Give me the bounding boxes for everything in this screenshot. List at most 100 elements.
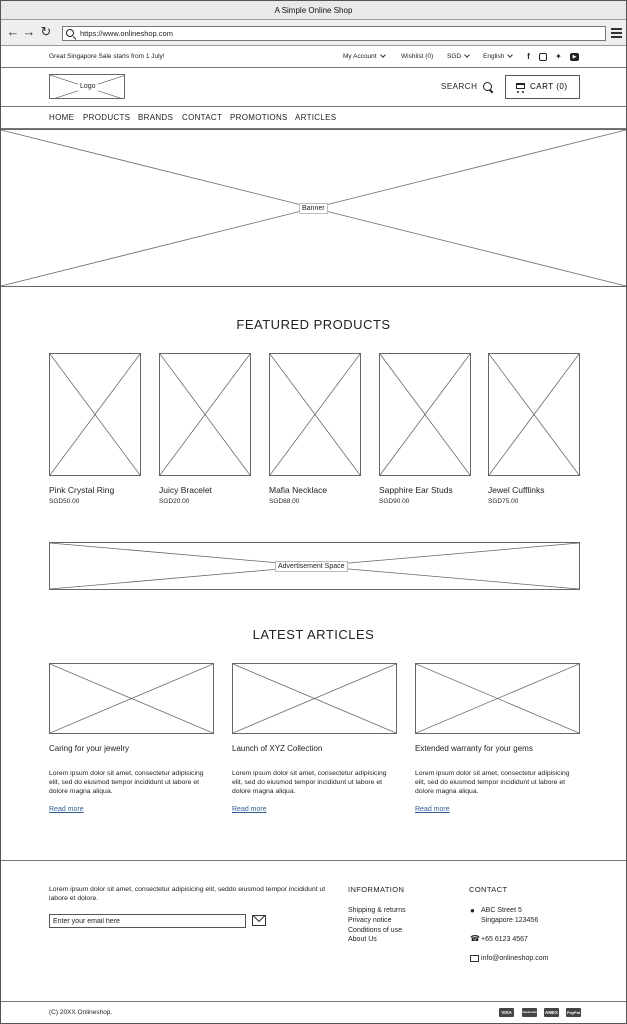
article-image[interactable]	[232, 663, 397, 734]
product-image[interactable]	[269, 353, 361, 476]
window-title: A Simple Online Shop	[1, 1, 626, 20]
product-name[interactable]: Jewel Cufflinks	[488, 485, 545, 495]
search-link[interactable]: SEARCH	[441, 82, 478, 91]
read-more-link[interactable]: Read more	[415, 806, 450, 813]
main-nav: HOME PRODUCTS BRANDS CONTACT PROMOTIONS …	[1, 107, 626, 129]
article-excerpt: Lorem ipsum dolor sit amet, consectetur …	[415, 770, 570, 795]
article-excerpt: Lorem ipsum dolor sit amet, consectetur …	[232, 770, 387, 795]
product-image[interactable]	[379, 353, 471, 476]
nav-home[interactable]: HOME	[49, 113, 75, 122]
mail-icon	[470, 955, 479, 962]
facebook-icon[interactable]: f	[527, 52, 530, 61]
product-name[interactable]: Sapphire Ear Studs	[379, 485, 453, 495]
reload-icon[interactable]: ↻	[40, 24, 52, 39]
article-title[interactable]: Extended warranty for your gems	[415, 744, 533, 753]
hamburger-menu-icon[interactable]	[611, 28, 622, 38]
product-price: SGD50.00	[49, 498, 80, 505]
nav-contact[interactable]: CONTACT	[182, 113, 223, 122]
article-title[interactable]: Caring for your jewelry	[49, 744, 130, 753]
info-link-shipping[interactable]: Shipping & returns	[348, 907, 406, 914]
newsletter-email-input[interactable]	[49, 914, 246, 928]
contact-phone: +65 6123 4567	[481, 936, 528, 943]
banner-label: Banner	[299, 203, 328, 214]
banner[interactable]: Banner	[1, 129, 626, 287]
instagram-icon[interactable]	[539, 53, 547, 61]
chevron-down-icon	[464, 52, 470, 58]
product-price: SGD75.00	[488, 498, 519, 505]
placeholder-cross	[160, 354, 250, 475]
site-header: Logo SEARCH CART (0)	[1, 68, 626, 107]
placeholder-cross	[270, 354, 360, 475]
currency-label: SGD	[447, 53, 462, 60]
language-dropdown[interactable]: English	[483, 46, 514, 68]
product-image[interactable]	[49, 353, 141, 476]
amex-icon: AMEX	[544, 1008, 559, 1017]
copyright-text: (C) 20XX Onlineshop.	[49, 1009, 113, 1016]
phone-icon: ☎	[470, 934, 480, 943]
envelope-icon[interactable]	[252, 915, 266, 926]
article-excerpt: Lorem ipsum dolor sit amet, consectetur …	[49, 770, 204, 795]
cart-button[interactable]: CART (0)	[505, 75, 580, 99]
product-price: SGD90.00	[379, 498, 410, 505]
placeholder-cross	[50, 664, 213, 733]
placeholder-cross	[416, 664, 579, 733]
footer: Lorem ipsum dolor sit amet, consectetur …	[1, 860, 626, 1001]
search-icon[interactable]	[483, 82, 492, 91]
read-more-link[interactable]: Read more	[49, 806, 84, 813]
youtube-icon[interactable]: ▶	[570, 53, 579, 61]
promo-text: Great Singapore Sale starts from 1 July!	[49, 53, 165, 60]
utility-bar: Great Singapore Sale starts from 1 July!…	[1, 46, 626, 68]
article-image[interactable]	[415, 663, 580, 734]
visa-icon: VISA	[499, 1008, 514, 1017]
search-icon	[66, 29, 74, 37]
product-name[interactable]: Mafia Necklace	[269, 485, 328, 495]
url-bar[interactable]: https://www.onlineshop.com	[62, 26, 606, 41]
article-title[interactable]: Launch of XYZ Collection	[232, 744, 323, 753]
contact-email[interactable]: info@onlineshop.com	[481, 955, 549, 962]
info-link-privacy[interactable]: Privacy notice	[348, 917, 392, 924]
mastercard-icon: mastercard	[522, 1008, 538, 1017]
latest-articles-title: LATEST ARTICLES	[252, 627, 375, 642]
product-price: SGD20.00	[159, 498, 190, 505]
nav-promotions[interactable]: PROMOTIONS	[230, 113, 288, 122]
placeholder-cross	[50, 354, 140, 475]
info-link-conditions[interactable]: Conditions of use	[348, 927, 403, 934]
info-link-about[interactable]: About Us	[348, 936, 377, 943]
chevron-down-icon	[379, 52, 386, 58]
placeholder-cross	[380, 354, 470, 475]
address-line-2: Singapore 123456	[481, 917, 539, 924]
nav-brands[interactable]: BRANDS	[138, 113, 174, 122]
language-label: English	[483, 53, 505, 60]
my-account-label: My Account	[343, 53, 377, 60]
nav-products[interactable]: PRODUCTS	[83, 113, 131, 122]
read-more-link[interactable]: Read more	[232, 806, 267, 813]
chevron-down-icon	[507, 52, 514, 58]
forward-arrow-icon[interactable]: →	[22, 24, 36, 39]
product-name[interactable]: Juicy Bracelet	[159, 485, 212, 495]
logo-label: Logo	[78, 82, 98, 91]
featured-products-title: FEATURED PRODUCTS	[236, 317, 391, 332]
placeholder-cross	[489, 354, 579, 475]
placeholder-cross	[233, 664, 396, 733]
cart-icon	[516, 83, 525, 93]
address-line-1: ABC Street 5	[481, 907, 522, 914]
product-image[interactable]	[159, 353, 251, 476]
footer-description: Lorem ipsum dolor sit amet, consectetur …	[49, 886, 326, 902]
twitter-icon[interactable]: ✦	[555, 52, 562, 61]
wishlist-link[interactable]: Wishlist (0)	[401, 53, 434, 60]
url-text: https://www.onlineshop.com	[80, 29, 173, 38]
advertisement-label: Advertisement Space	[275, 561, 348, 572]
advertisement-space[interactable]: Advertisement Space	[49, 542, 580, 590]
nav-articles[interactable]: ARTICLES	[295, 113, 337, 122]
product-image[interactable]	[488, 353, 580, 476]
article-image[interactable]	[49, 663, 214, 734]
location-pin-icon: ●	[470, 906, 475, 915]
my-account-dropdown[interactable]: My Account	[343, 46, 386, 68]
product-name[interactable]: Pink Crystal Ring	[49, 485, 115, 495]
currency-dropdown[interactable]: SGD	[447, 46, 470, 68]
logo[interactable]: Logo	[49, 74, 125, 99]
back-arrow-icon[interactable]: ←	[6, 24, 20, 39]
information-title: INFORMATION	[348, 885, 405, 894]
product-price: SGD88.00	[269, 498, 300, 505]
